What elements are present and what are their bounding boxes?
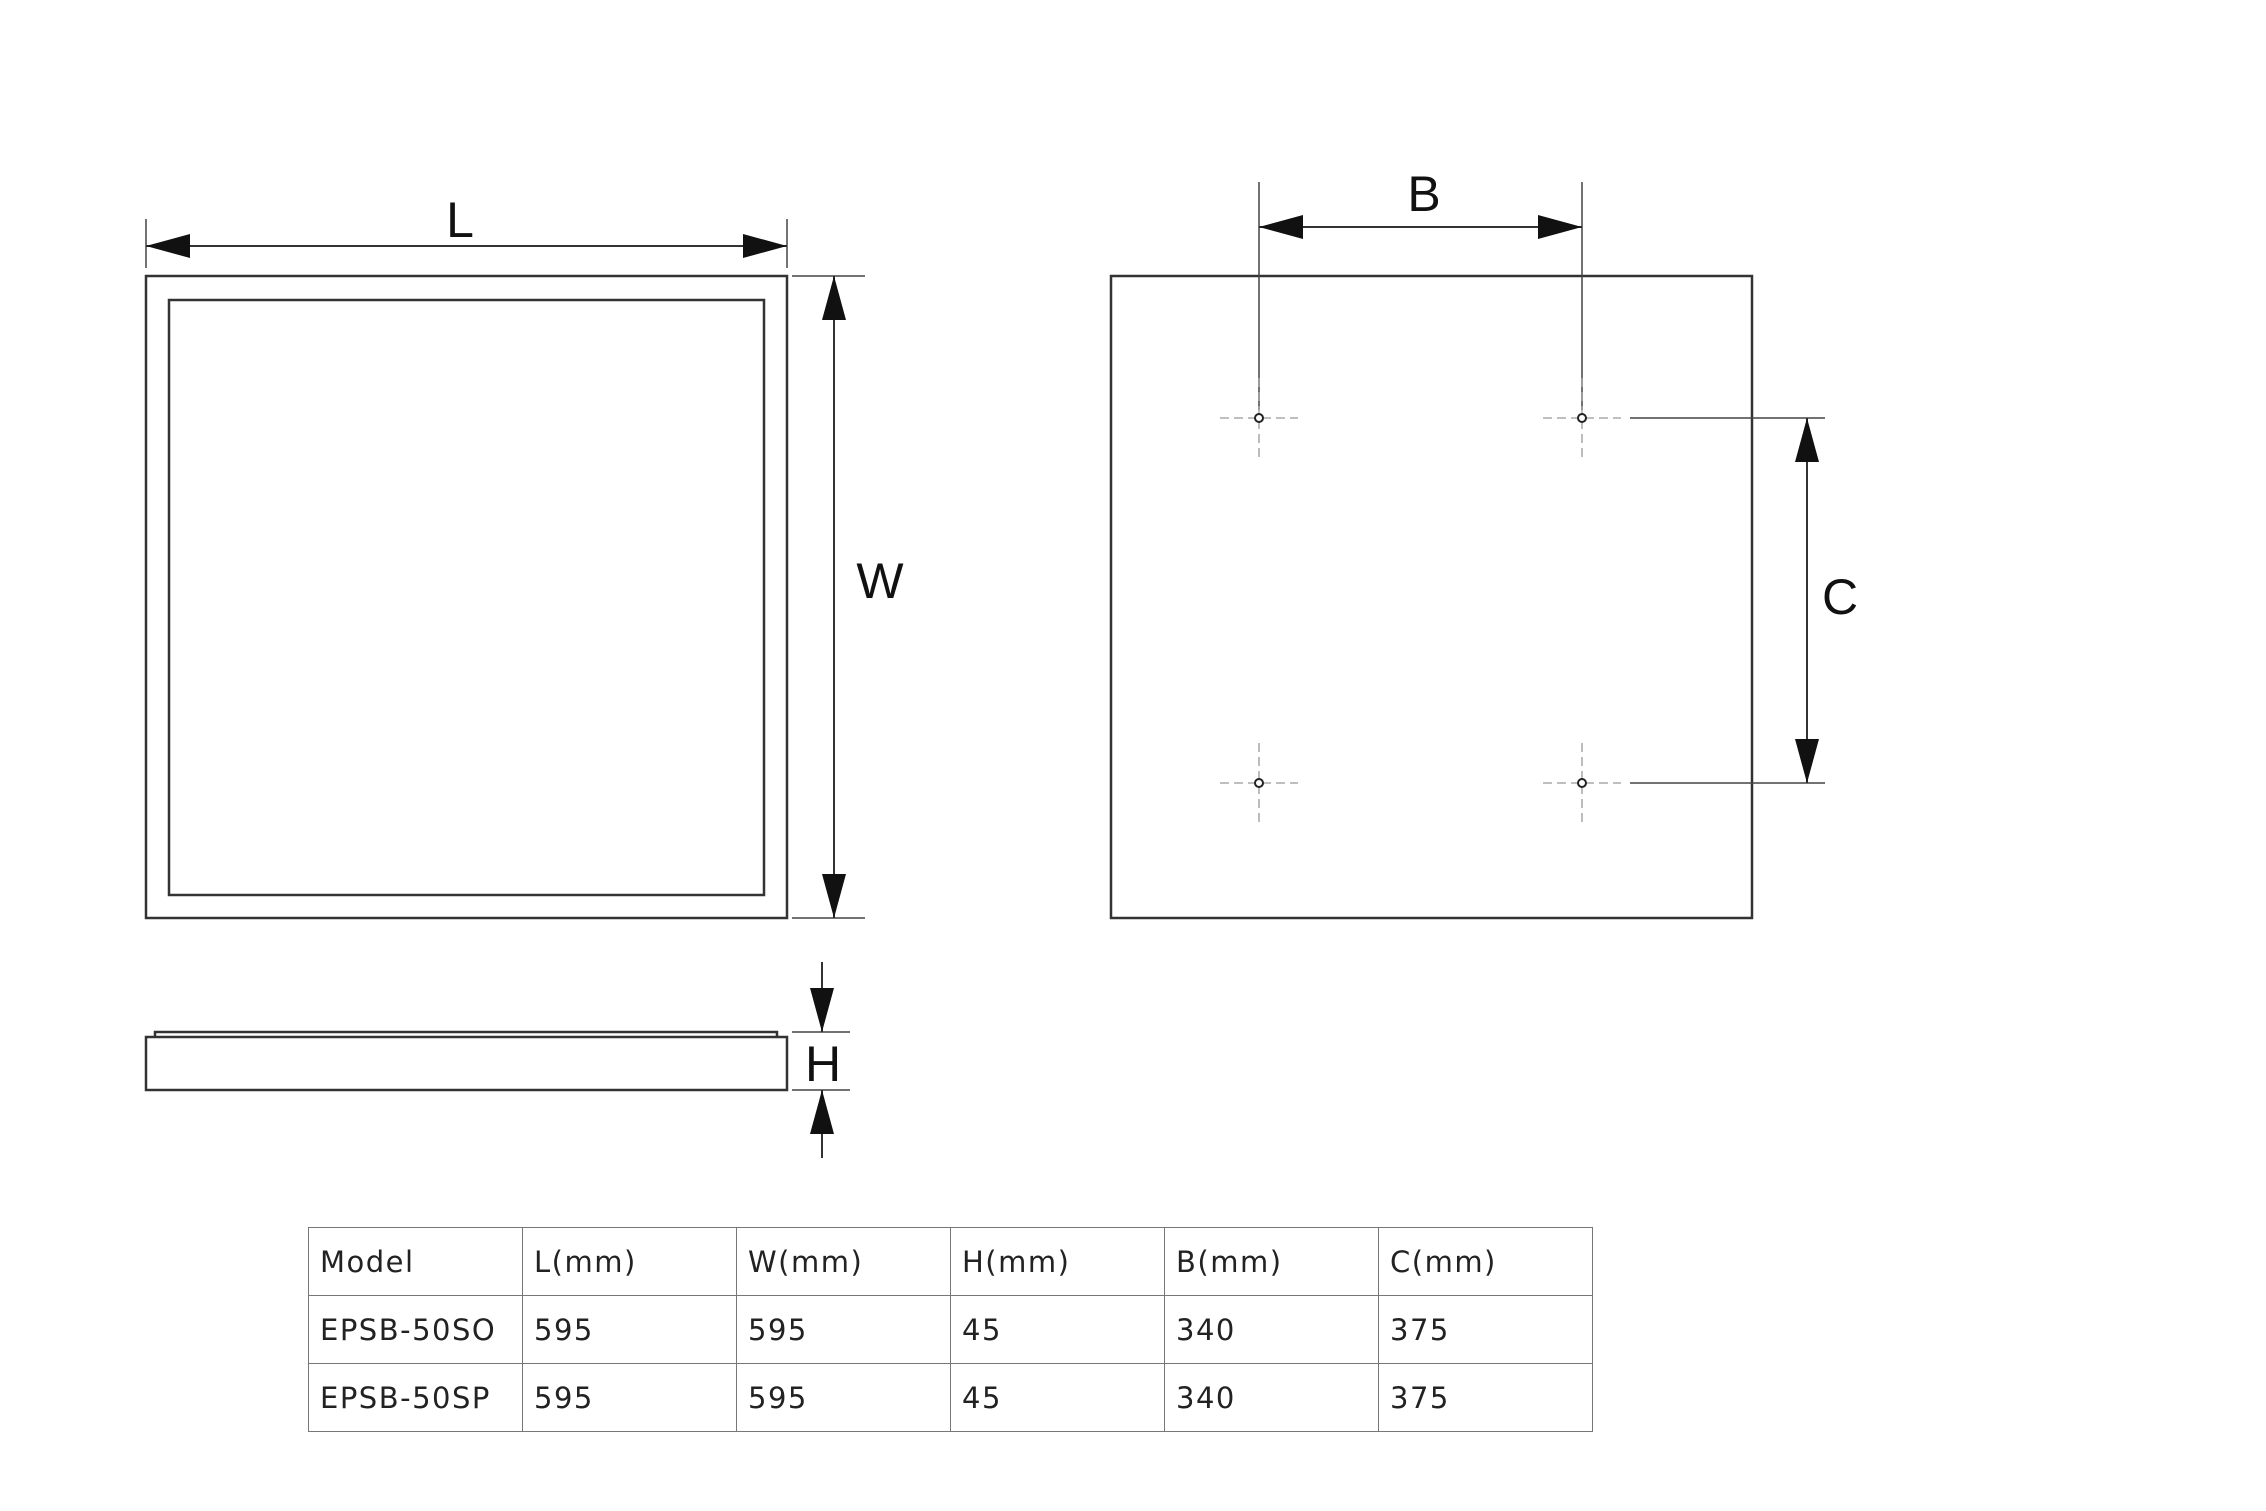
panel-outer-frame	[144, 274, 789, 920]
arrow-b-right	[1538, 215, 1582, 239]
cell-c: 375	[1378, 1295, 1593, 1364]
arrow-h-bottom	[810, 1090, 834, 1134]
arrow-w-bottom	[822, 874, 846, 918]
cell-b: 340	[1164, 1295, 1379, 1364]
arrow-c-top	[1795, 418, 1819, 462]
header-h: H(mm)	[950, 1227, 1165, 1296]
cell-c: 375	[1378, 1363, 1593, 1432]
cell-l: 595	[522, 1295, 737, 1364]
mounting-hole	[1254, 778, 1264, 788]
arrow-h-top	[810, 988, 834, 1032]
header-model: Model	[308, 1227, 523, 1296]
arrow-l-right	[743, 234, 787, 258]
spec-table: Model L(mm) W(mm) H(mm) B(mm) C(mm) EPSB…	[308, 1227, 1593, 1432]
table-row: EPSB-50SP 595 595 45 340 375	[308, 1363, 1593, 1432]
cell-h: 45	[950, 1363, 1165, 1432]
label-c: C	[1822, 569, 1858, 625]
panel-inner-frame	[167, 298, 766, 897]
table-row: EPSB-50SO 595 595 45 340 375	[308, 1295, 1593, 1364]
mounting-hole	[1254, 413, 1264, 423]
header-w: W(mm)	[736, 1227, 951, 1296]
label-h: H	[805, 1036, 841, 1092]
side-profile-body	[144, 1035, 789, 1092]
cell-model: EPSB-50SP	[308, 1363, 523, 1432]
cell-w: 595	[736, 1363, 951, 1432]
back-plate	[1109, 274, 1754, 920]
cell-model: EPSB-50SO	[308, 1295, 523, 1364]
arrow-b-left	[1259, 215, 1303, 239]
cell-w: 595	[736, 1295, 951, 1364]
label-w: W	[856, 553, 904, 609]
cell-h: 45	[950, 1295, 1165, 1364]
label-l: L	[446, 192, 474, 248]
label-b: B	[1407, 166, 1440, 222]
side-profile-lip	[153, 1030, 779, 1037]
arrow-c-bottom	[1795, 739, 1819, 783]
header-l: L(mm)	[522, 1227, 737, 1296]
arrow-w-top	[822, 276, 846, 320]
arrow-l-left	[146, 234, 190, 258]
cell-l: 595	[522, 1363, 737, 1432]
table-header-row: Model L(mm) W(mm) H(mm) B(mm) C(mm)	[308, 1227, 1593, 1296]
header-b: B(mm)	[1164, 1227, 1379, 1296]
cell-b: 340	[1164, 1363, 1379, 1432]
mounting-hole	[1577, 413, 1587, 423]
mounting-hole	[1577, 778, 1587, 788]
header-c: C(mm)	[1378, 1227, 1593, 1296]
